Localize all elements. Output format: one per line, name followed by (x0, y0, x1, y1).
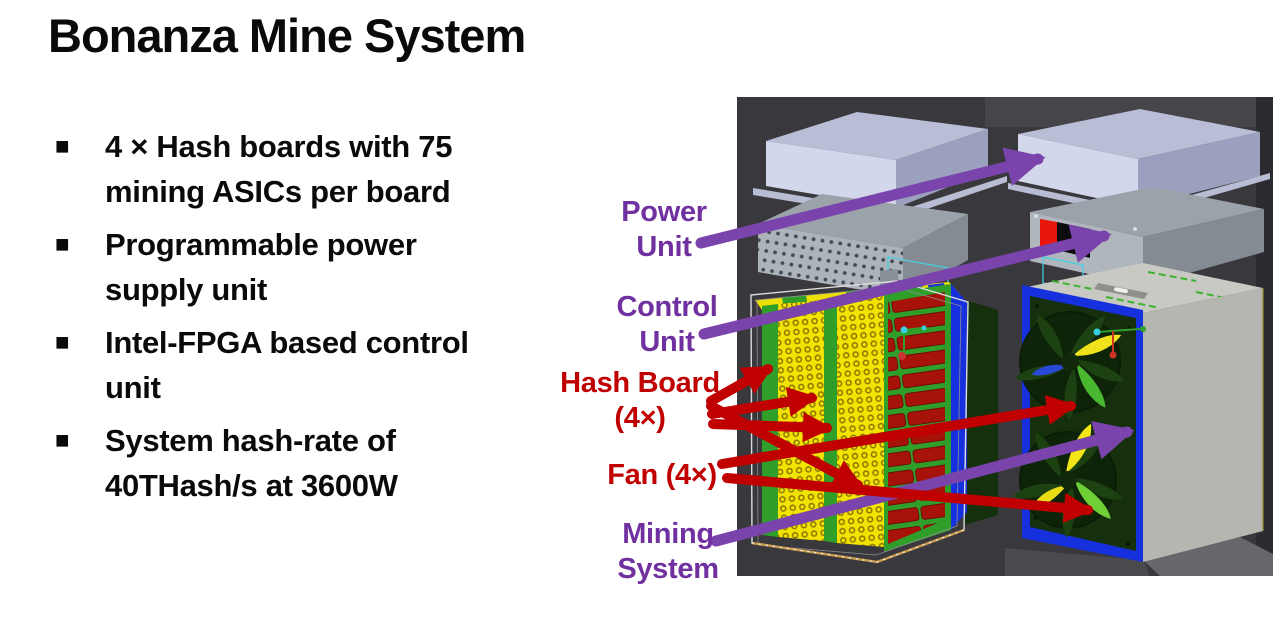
square-bullet-icon: ■ (55, 329, 70, 356)
bullet-text: 4 × Hash boards with 75 mining ASICs per… (105, 129, 453, 209)
fan-arrow (717, 395, 1077, 469)
bullet-text: System hash-rate of 40THash/s at 3600W (105, 423, 398, 503)
label-control-unit: Control Unit (616, 291, 718, 358)
hash-board (778, 300, 824, 541)
bullet-item: ■ 4 × Hash boards with 75 mining ASICs p… (55, 124, 595, 214)
vent-holes (758, 224, 903, 297)
fan-arrow (722, 473, 1094, 523)
power-unit-lid-right (1008, 109, 1270, 217)
fan-upper (1014, 311, 1125, 420)
bullet-item: ■ System hash-rate of 40THash/s at 3600W (55, 418, 595, 508)
hash-board-arrow (706, 364, 774, 406)
mining-system-arrow (710, 420, 1135, 547)
square-bullet-icon: ■ (55, 133, 70, 160)
power-unit-arrow (695, 147, 1046, 249)
callout-arrows (695, 147, 1135, 547)
axis-gizmo (1093, 326, 1146, 359)
top-face (1022, 263, 1263, 313)
floor-shadow (1143, 537, 1273, 576)
control-unit-arrow (698, 224, 1112, 340)
bullet-item: ■ Programmable power supply unit (55, 222, 595, 312)
bullet-list: ■ 4 × Hash boards with 75 mining ASICs p… (55, 124, 595, 516)
label-mining-system: Mining System (617, 518, 719, 585)
hash-board-arrow (708, 412, 833, 443)
axis-gizmo (898, 325, 927, 360)
bullet-text: Programmable power supply unit (105, 227, 417, 307)
label-power-unit: Power Unit (621, 196, 707, 263)
floor-shadow (1005, 548, 1150, 576)
power-switch (1040, 219, 1057, 250)
hash-board-arrow (706, 401, 864, 490)
label-hash-board: Hash Board (4×) (560, 367, 720, 434)
bullet-item: ■ Intel-FPGA based control unit (55, 320, 595, 410)
board-edge (762, 304, 778, 537)
square-bullet-icon: ■ (55, 231, 70, 258)
slide-title: Bonanza Mine System (48, 9, 526, 62)
chassis-back-shadow (965, 300, 998, 525)
square-bullet-icon: ■ (55, 427, 70, 454)
label-fan: Fan (4×) (607, 459, 717, 491)
bullet-text: Intel-FPGA based control unit (105, 325, 469, 405)
heatsink-fins (888, 292, 945, 544)
mining-system-assembled (1005, 263, 1273, 576)
side-face (1143, 288, 1263, 562)
